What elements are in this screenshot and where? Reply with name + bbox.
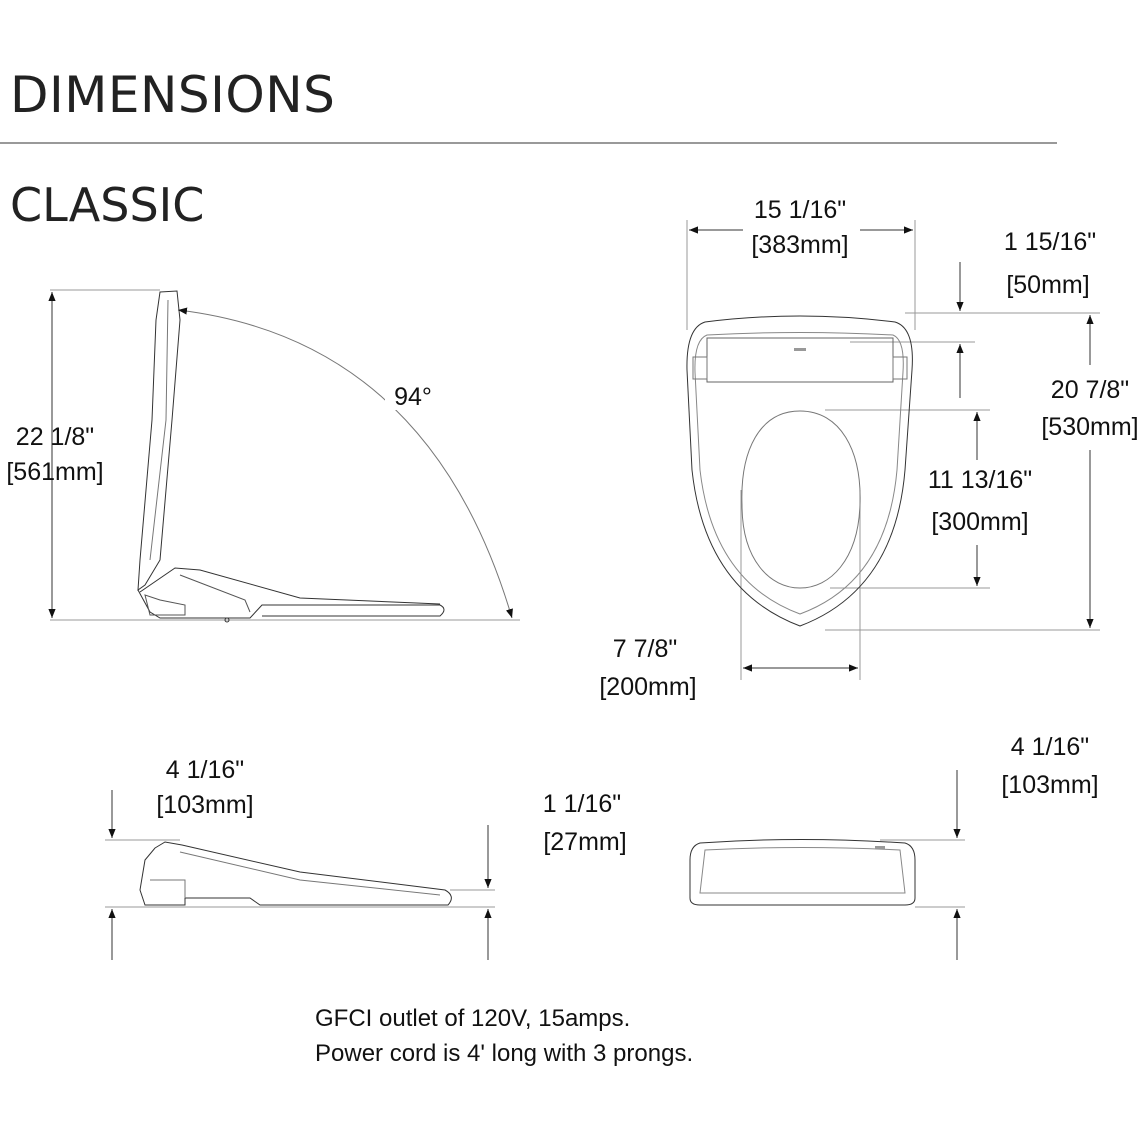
length-label-in: 20 7/8" xyxy=(1051,376,1129,404)
bowl-opening xyxy=(741,410,861,589)
rear-outline xyxy=(689,839,916,906)
seat-outline xyxy=(686,315,913,627)
lid-inner-line xyxy=(149,299,169,561)
rear-inner-line xyxy=(699,847,906,894)
front-height-label-in: 1 1/16" xyxy=(543,790,621,818)
seat-profile xyxy=(139,841,452,906)
hinge-label-mm: [50mm] xyxy=(1006,271,1089,299)
hinge-screw xyxy=(224,617,230,623)
seat-inner-outline xyxy=(694,332,904,615)
height-label-mm: [561mm] xyxy=(6,458,103,486)
width-label-in: 15 1/16" xyxy=(754,196,846,224)
closed-height-label-in: 4 1/16" xyxy=(166,756,244,784)
angle-arc xyxy=(177,307,513,619)
brand-logo xyxy=(794,348,806,351)
rear-view xyxy=(689,770,965,960)
hinge-left xyxy=(692,356,708,380)
rear-height-label-in: 4 1/16" xyxy=(1011,733,1089,761)
height-label-in: 22 1/8" xyxy=(16,423,94,451)
closed-height-label-mm: [103mm] xyxy=(156,791,253,819)
cord-note: Power cord is 4' long with 3 prongs. xyxy=(315,1040,694,1067)
divider xyxy=(0,142,1057,144)
control-unit xyxy=(706,337,894,383)
front-height-label-mm: [27mm] xyxy=(543,828,626,856)
seat-outline xyxy=(137,567,445,619)
angle-label: 94° xyxy=(394,383,432,411)
page-title: DIMENSIONS xyxy=(10,66,336,124)
lid-outline xyxy=(137,290,181,592)
opening-width-label-mm: [200mm] xyxy=(599,673,696,701)
hinge-right xyxy=(892,356,908,380)
seat-detail-line xyxy=(150,851,441,898)
width-label-mm: [383mm] xyxy=(751,231,848,259)
power-note: GFCI outlet of 120V, 15amps. xyxy=(315,1005,631,1032)
hinge-unit xyxy=(144,574,251,616)
rear-height-label-mm: [103mm] xyxy=(1001,771,1098,799)
side-view-closed xyxy=(105,790,495,960)
opening-length-label-in: 11 13/16" xyxy=(928,466,1032,494)
brand-logo xyxy=(875,846,885,849)
length-label-mm: [530mm] xyxy=(1041,413,1138,441)
opening-width-label-in: 7 7/8" xyxy=(613,635,677,663)
hinge-label-in: 1 15/16" xyxy=(1004,228,1096,256)
top-view xyxy=(686,220,1100,680)
model-title: CLASSIC xyxy=(10,178,205,232)
opening-length-label-mm: [300mm] xyxy=(931,508,1028,536)
side-view-open xyxy=(48,289,520,623)
